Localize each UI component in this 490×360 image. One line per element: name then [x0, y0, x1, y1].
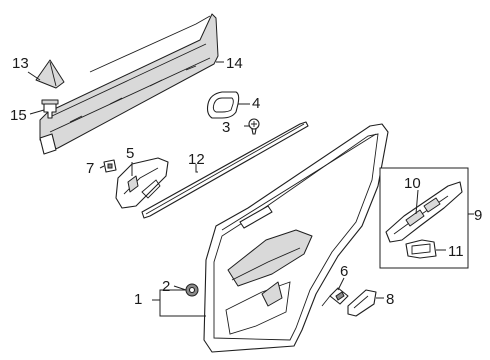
part-3-screw — [248, 118, 260, 135]
callout-6: 6 — [340, 263, 348, 280]
part-4-bezel — [206, 91, 240, 119]
part-11-switch — [405, 239, 437, 259]
part-7-clip — [103, 159, 117, 173]
inset-switch-assembly — [379, 167, 469, 269]
callout-7: 7 — [86, 160, 94, 177]
callout-5: 5 — [126, 145, 134, 162]
callout-10: 10 — [404, 175, 421, 192]
part-12-weatherstrip — [141, 121, 309, 219]
part-14-trim-panel — [39, 13, 219, 155]
callout-14: 14 — [226, 55, 243, 72]
part-1-door-trim — [203, 123, 389, 353]
part-13-cap — [35, 59, 65, 89]
callout-9: 9 — [474, 207, 482, 224]
callout-12: 12 — [188, 151, 205, 168]
part-8-cap — [347, 289, 377, 317]
callout-3: 3 — [222, 119, 230, 136]
callout-13: 13 — [12, 55, 29, 72]
callout-11: 11 — [448, 243, 464, 260]
callout-1: 1 — [134, 291, 142, 308]
callout-15: 15 — [10, 107, 27, 124]
part-6-screw — [321, 287, 349, 307]
part-15-clip — [41, 99, 59, 119]
leader-lines — [27, 61, 474, 317]
callout-8: 8 — [386, 291, 394, 308]
part-5-inner-handle — [115, 157, 169, 209]
callout-4: 4 — [252, 95, 260, 112]
callout-2: 2 — [162, 278, 170, 295]
part-2-fastener — [185, 283, 199, 297]
